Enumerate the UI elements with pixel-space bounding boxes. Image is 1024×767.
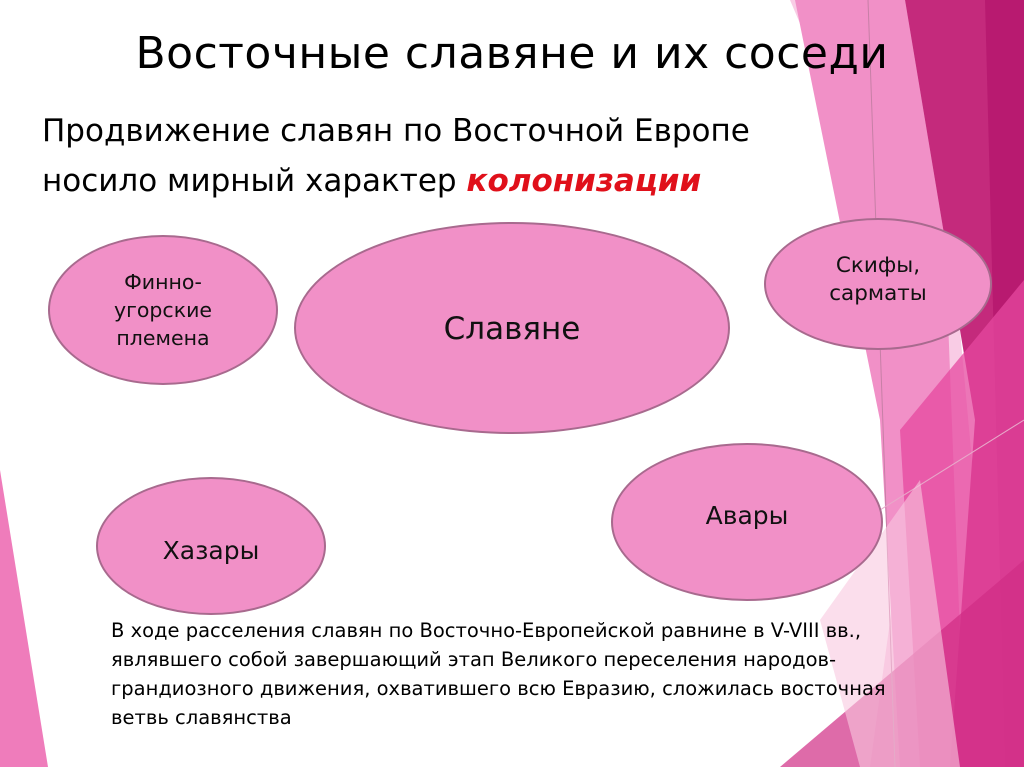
ellipse-finno-ugric: Финно- угорские племена (48, 235, 278, 385)
ellipse-avars: Авары (611, 443, 883, 601)
ellipse-label: Авары (705, 500, 789, 530)
ellipse-label: Славяне (443, 311, 581, 347)
subtitle-line-2: носило мирный характер колонизации (42, 156, 750, 206)
left-decor-shape (0, 470, 48, 767)
label-line: угорские (113, 298, 213, 322)
label-line: Скифы, (835, 253, 921, 278)
label-line: Финно- (124, 270, 202, 294)
ellipse-scythians-sarmatians: Скифы, сарматы (764, 218, 992, 350)
ellipse-khazars: Хазары (96, 477, 326, 615)
ellipse-label: Скифы, сарматы (829, 252, 927, 308)
ellipse-label: Финно- угорские племена (114, 268, 212, 352)
slide-title: Восточные славяне и их соседи (135, 28, 889, 79)
label-line: сарматы (829, 281, 927, 306)
body-paragraph: В ходе расселения славян по Восточно-Евр… (111, 619, 886, 729)
ellipse-label: Хазары (162, 535, 260, 565)
slide-subtitle: Продвижение славян по Восточной Европе н… (42, 106, 750, 206)
subtitle-line-1: Продвижение славян по Восточной Европе (42, 113, 750, 149)
accent-word-colonization: колонизации (466, 163, 702, 199)
ellipse-slavs-center: Славяне (294, 222, 730, 434)
subtitle-line-2-text: носило мирный характер (42, 163, 467, 199)
label-line: племена (116, 326, 210, 350)
